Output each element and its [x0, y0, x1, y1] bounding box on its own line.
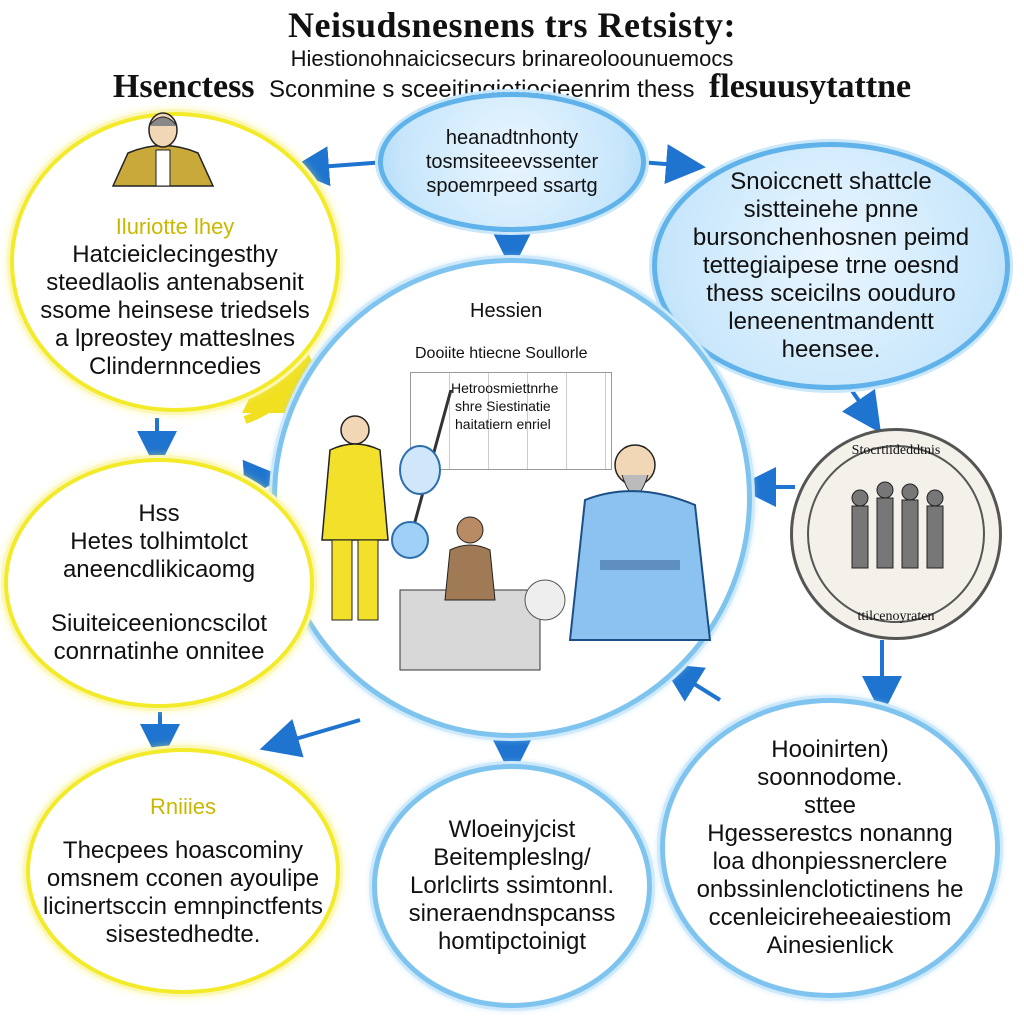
bottom-mid-node-line: Beitempleslng/ — [433, 844, 591, 871]
bottom-mid-node-line: Lorlclirts ssimtonnl. — [409, 872, 615, 899]
top-left-node-line: Clindernncedies — [88, 353, 262, 380]
center-node-label-top: Hessien — [470, 300, 543, 322]
bottom-left-node[interactable]: Rniiies Thecpees hoascominy omsnem ccone… — [26, 748, 340, 994]
bottom-left-node-line: omsnem cconen ayoulipe — [46, 865, 320, 892]
top-left-node-line: ssome heinsese triedsels — [40, 297, 310, 324]
arrow-bottom-right-to-center — [661, 663, 722, 702]
left-mid-node-line: Hetes tolhimtolct — [70, 528, 248, 555]
arrow-top-to-top-right — [639, 144, 706, 185]
top-right-node-line: tettegiaipese trne oesnd — [702, 252, 960, 279]
top-right-node-line: thess sceicilns oouduro — [706, 280, 956, 307]
top-node[interactable]: heanadtnhonty tosmsiteeevssenter spoemrp… — [378, 92, 646, 232]
top-left-node-line: a lpreostey matteslnes — [54, 325, 296, 352]
top-right-node-line: bursonchenhosnen peimd — [692, 224, 970, 251]
arrow-top-to-top-left — [289, 146, 386, 187]
scientist-yellow-figure-icon — [321, 415, 441, 621]
left-mid-node-line: aneencdlikicaomg — [62, 556, 256, 583]
diagram-subtitle-1: Hiestionohnaicicsecurs brinareoloounuemo… — [290, 46, 734, 71]
coin-ring-top: Stocrtiideddtnis — [851, 443, 941, 458]
arrow-top-right-to-coin — [841, 383, 882, 434]
coin-node[interactable]: Stocrtiideddtnis ttilcenoyraten — [790, 428, 1002, 640]
top-right-node[interactable]: Snoiccnett shattcle sistteinehe pnne bur… — [652, 142, 1010, 390]
top-node-line: spoemrpeed ssartg — [426, 175, 598, 197]
top-node-line: tosmsiteeevssenter — [425, 151, 599, 173]
diagram-subtitle-2: Hsenctess Sconmine s sceeitingjetiocieen… — [0, 68, 1024, 106]
subtitle-2-left: Hsenctess — [112, 68, 255, 105]
bottom-right-node-line: Hgesserestcs nonanng — [707, 820, 953, 847]
coin-ring-bottom: ttilcenoyraten — [857, 609, 935, 624]
bottom-mid-node-line: homtipctoinigt — [437, 928, 587, 955]
bottom-right-node-line: Hooinirten) — [771, 736, 889, 763]
bottom-right-node-line: Ainesienlick — [766, 932, 894, 959]
bottom-left-node-line: licinertsccin emnpinctfents — [42, 893, 324, 920]
bottom-right-node-line: ccenleicireheeaiestiom — [708, 904, 952, 931]
top-node-line: heanadtnhonty — [445, 127, 579, 149]
bottom-mid-node[interactable]: Wloeinyjcist Beitempleslng/ Lorlclirts s… — [372, 764, 652, 1008]
bottom-mid-node-line: Wloeinyjcist — [448, 816, 576, 843]
top-right-node-line: leneenentmandentt — [728, 308, 934, 335]
diagram-title: Neisudsnesnens trs Retsisty: — [287, 5, 737, 45]
bottom-right-node-line: soonnodome. — [757, 764, 903, 791]
bottom-right-node-line: loa dhonpiessnerclere — [712, 848, 948, 875]
top-right-node-line: heensee. — [781, 336, 881, 363]
bottom-right-node-line: sttee — [803, 792, 857, 819]
subtitle-2-right: flesuusytattne — [708, 68, 912, 105]
bottom-left-node-line: sisestedhedte. — [105, 921, 261, 948]
top-left-node-yellow-label: Iluriotte lhey — [115, 214, 235, 239]
left-mid-node[interactable]: Hss Hetes tolhimtolct aneencdlikicaomg S… — [4, 458, 314, 708]
top-left-node[interactable]: Iluriotte lhey Hatcieiclecingesthy steed… — [10, 112, 340, 412]
bottom-left-node-yellow-label: Rniiies — [149, 794, 217, 819]
center-illustration — [321, 390, 712, 671]
left-mid-node-line: conrnatinhe onnitee — [53, 638, 265, 665]
top-left-node-line: steedlaolis antenabsenit — [46, 269, 304, 296]
arrow-center-to-bottom-left — [259, 718, 361, 758]
bottom-right-node[interactable]: Hooinirten) soonnodome. sttee Hgesserest… — [660, 698, 1000, 998]
top-right-node-line: Snoiccnett shattcle — [730, 168, 932, 195]
portrait-figure-icon — [111, 112, 215, 187]
bottom-mid-node-line: sineraendnspcanss — [408, 900, 616, 927]
top-right-node-line: sistteinehe pnne — [743, 196, 919, 223]
sage-blue-figure-icon — [568, 444, 712, 641]
bottom-left-node-line: Thecpees hoascominy — [62, 837, 304, 864]
left-mid-node-line: Hss — [138, 500, 180, 527]
center-board-line: haitatiern enriel — [455, 416, 551, 432]
bottom-right-node-line: onbssinlenclotictinens he — [696, 876, 964, 903]
left-mid-node-line: Siuiteiceenioncscilot — [50, 610, 268, 637]
center-board-line: shre Siestinatie — [455, 398, 551, 414]
center-board-line: Hetroosmiettnrhe — [451, 380, 559, 396]
worker-figure-icon — [391, 516, 566, 671]
coin-medallion-icon — [807, 445, 985, 623]
center-node-label-2: Dooiite htiecne Soullorle — [415, 345, 588, 362]
top-left-node-line: Hatcieiclecingesthy — [72, 241, 278, 268]
